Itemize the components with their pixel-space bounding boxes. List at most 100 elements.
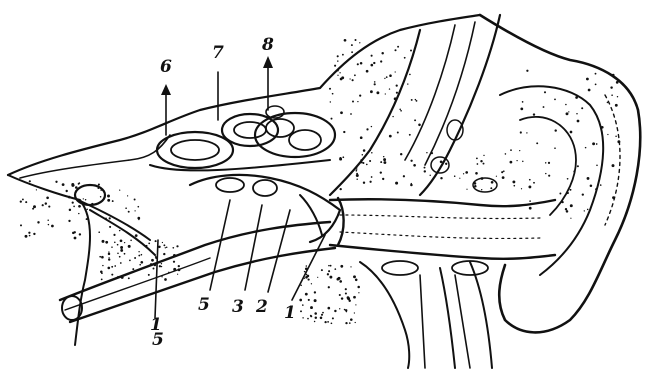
stipple-dot [410,50,412,52]
stipple-dot [334,268,336,270]
stipple-dot [327,321,329,323]
stipple-dot [321,314,323,316]
stipple-dot [119,230,120,231]
stipple-dot [117,244,119,246]
stipple-dot [102,265,103,266]
stipple-dot [410,160,412,162]
stipple-dot [32,208,34,210]
stipple-dot [429,175,430,176]
stipple-dot [350,113,352,115]
stipple-dot [366,164,368,166]
stipple-dot [357,101,358,102]
stipple-dot [114,242,116,244]
stipple-dot [310,306,313,309]
stipple-dot [153,268,155,270]
stipple-dot [521,188,522,189]
stipple-dot [576,113,577,114]
stipple-dot [120,246,123,249]
stipple-dot [587,209,589,211]
stipple-dot [307,275,310,278]
stipple-dot [69,209,71,211]
stipple-dot [463,173,464,174]
stipple-dot [332,93,334,95]
stipple-dot [328,270,330,272]
stipple-dot [380,161,382,163]
stipple-dot [139,264,141,266]
stipple-dot [101,272,103,274]
stipple-dot [108,257,109,258]
stipple-dot [111,274,113,276]
stipple-dot [355,304,356,305]
stipple-dot [582,193,584,195]
stipple-dot [25,235,28,238]
stipple-dot [410,184,413,187]
stipple-dot [124,253,126,255]
stipple-dot [332,317,334,319]
stipple-dot [356,179,357,180]
stipple-dot [350,266,351,267]
stipple-dot [48,224,49,225]
stipple-dot [164,278,167,281]
stipple-dot [360,62,363,65]
stipple-dot [307,318,309,320]
stipple-dot [140,261,143,264]
stipple-dot [356,174,359,177]
stipple-dot [577,165,579,167]
stipple-dot [46,196,49,199]
stipple-dot [105,241,108,244]
stipple-dot [161,263,162,264]
stipple-dot [568,111,569,112]
stipple-dot [28,232,30,234]
label-1: 1 [284,303,296,323]
stipple-dot [465,171,468,174]
stipple-dot [33,205,36,208]
stipple-dot [328,265,330,267]
label-8: 8 [261,35,274,55]
stipple-dot [528,185,531,188]
stipple-dot [380,60,382,62]
stipple-dot [529,207,532,210]
stipple-dot [148,274,150,276]
stipple-dot [397,46,399,48]
stipple-dot [466,189,467,190]
stipple-dot [320,317,323,320]
stipple-dot [310,315,312,317]
stipple-dot [346,311,347,312]
stipple-dot [355,279,358,282]
stipple-dot [369,160,371,162]
stipple-dot [324,321,326,323]
stipple-dot [595,84,597,86]
stipple-dot [610,86,612,88]
stipple-dot [79,233,81,235]
stipple-dot [128,245,131,248]
stipple-dot [581,107,583,109]
stipple-dot [111,246,113,248]
stipple-dot [163,244,165,246]
stipple-dot [78,213,79,214]
stipple-dot [350,318,353,321]
stipple-dot [615,104,618,107]
stipple-dot [403,175,405,177]
stipple-dot [107,195,110,198]
stipple-dot [454,175,456,177]
stipple-dot [20,200,22,202]
stipple-dot [389,135,392,138]
stipple-dot [399,109,401,111]
stipple-dot [300,285,301,286]
stipple-dot [339,280,342,283]
stipple-dot [385,93,386,94]
stipple-dot [331,118,333,120]
stipple-dot [51,225,54,228]
stipple-dot [342,54,344,56]
stipple-dot [548,162,550,164]
stipple-dot [596,165,598,167]
stipple-dot [130,240,132,242]
stipple-dot [344,39,347,42]
stipple-dot [565,208,567,210]
stipple-dot [559,193,561,195]
stipple-dot [345,292,347,294]
stipple-dot [47,220,48,221]
stipple-dot [586,78,589,81]
stipple-dot [545,162,546,163]
stipple-dot [352,101,354,103]
